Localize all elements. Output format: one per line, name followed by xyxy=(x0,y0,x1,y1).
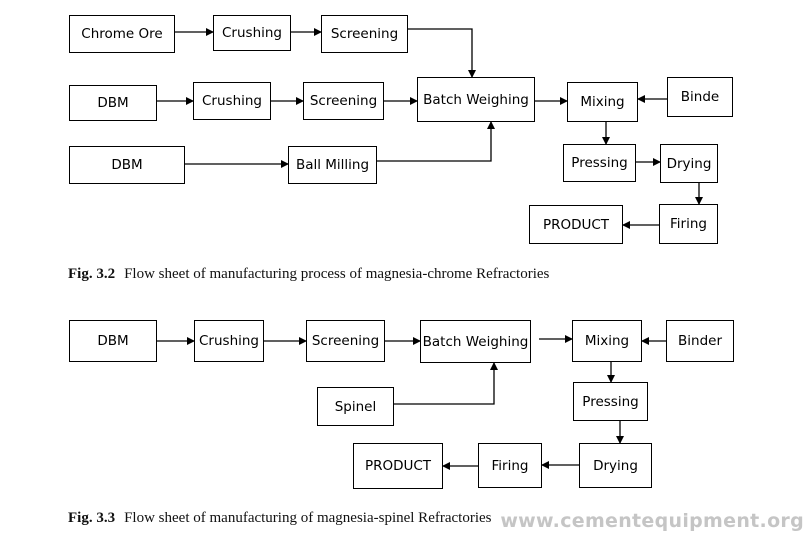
figure-1-caption-number: Fig. 3.2 xyxy=(68,266,116,282)
figure-2-caption: Fig. 3.3 Flow sheet of manufacturing of m… xyxy=(68,510,491,527)
node-screening-2: Screening xyxy=(303,82,384,120)
figure-1-caption-text: Flow sheet of manufacturing process of m… xyxy=(124,266,550,282)
figure-1-caption: Fig. 3.2 Flow sheet of manufacturing proc… xyxy=(68,266,549,283)
node-ball-milling: Ball Milling xyxy=(288,146,377,184)
node-batch-weighing-f2: Batch Weighing xyxy=(420,320,531,363)
node-binde: Binde xyxy=(667,77,733,117)
node-mixing: Mixing xyxy=(567,82,638,122)
node-firing-f2: Firing xyxy=(478,443,542,488)
watermark: www.cementequipment.org xyxy=(500,510,804,532)
node-dbm-2: DBM xyxy=(69,146,185,184)
node-screening-1: Screening xyxy=(321,15,408,53)
node-dbm-1: DBM xyxy=(69,85,157,121)
node-crushing-f2: Crushing xyxy=(194,320,264,362)
node-firing: Firing xyxy=(659,204,718,244)
node-drying-f2: Drying xyxy=(579,443,652,488)
node-pressing: Pressing xyxy=(563,144,636,182)
node-chrome-ore: Chrome Ore xyxy=(69,15,175,53)
node-pressing-f2: Pressing xyxy=(573,382,648,421)
arrow-ball-milling-to-batch-weighing xyxy=(377,121,495,162)
node-crushing-2: Crushing xyxy=(193,82,271,120)
node-binder-f2: Binder xyxy=(666,320,734,362)
figure-2-caption-number: Fig. 3.3 xyxy=(68,510,116,526)
node-crushing-1: Crushing xyxy=(213,15,291,51)
node-drying: Drying xyxy=(660,144,718,183)
node-product: PRODUCT xyxy=(529,205,623,244)
figure-2-caption-text: Flow sheet of manufacturing of magnesia-… xyxy=(124,510,492,526)
node-spinel-f2: Spinel xyxy=(317,387,394,426)
node-screening-f2: Screening xyxy=(306,320,385,362)
arrow-screening-to-batch-weighing xyxy=(408,28,476,78)
node-mixing-f2: Mixing xyxy=(572,320,642,362)
node-batch-weighing: Batch Weighing xyxy=(417,77,535,122)
arrow-spinel-to-batch-weighing-f2 xyxy=(394,362,498,405)
node-dbm-f2: DBM xyxy=(69,320,157,362)
node-product-f2: PRODUCT xyxy=(353,443,443,489)
